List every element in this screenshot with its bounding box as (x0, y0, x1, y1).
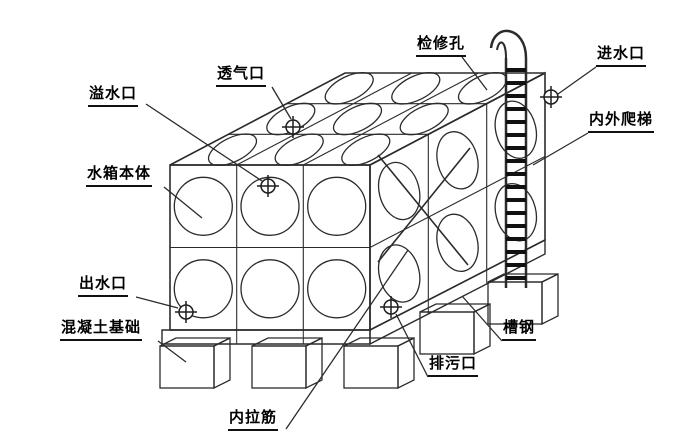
label-overflow-port: 溢水口 (88, 84, 139, 107)
leader-concrete-foundation (157, 340, 187, 363)
front-face-grid (170, 165, 370, 330)
label-outlet-port: 出水口 (78, 274, 129, 297)
side-panel-circle (377, 161, 421, 221)
concrete-block (343, 336, 415, 390)
label-inlet-port: 进水口 (596, 44, 647, 67)
leader-ladder (532, 132, 589, 166)
front-panel-circle (240, 176, 300, 236)
leader-inlet-port (557, 66, 597, 95)
concrete-block (251, 336, 323, 390)
side-panel-circle (377, 244, 421, 303)
front-panel-circle (173, 176, 233, 236)
channel-steel-beams (161, 238, 546, 346)
top-face-grid (228, 72, 487, 166)
top-panel-circle (399, 102, 449, 136)
leader-lines (135, 56, 597, 430)
inlet-port-symbol (540, 86, 562, 108)
leader-vent-port (271, 86, 292, 120)
ladder-hook-outer (489, 29, 528, 59)
front-panel-circle (307, 176, 367, 236)
top-panel-circle (332, 102, 383, 136)
label-internal-tie-rod: 内拉筋 (228, 408, 279, 431)
side-panel-circle (436, 213, 479, 273)
label-tank-body: 水箱本体 (86, 164, 153, 187)
outlet-port-symbol (175, 301, 197, 323)
top-panel-circle (391, 71, 441, 105)
front-panel-circles (173, 176, 367, 319)
concrete-foundation-blocks (159, 272, 559, 390)
label-ladder: 内外爬梯 (588, 110, 655, 133)
top-panel-circle (324, 71, 374, 105)
label-channel-steel: 槽钢 (502, 318, 537, 341)
front-panel-circle (240, 259, 300, 319)
label-inspection-hatch: 检修孔 (416, 34, 467, 57)
top-panel-circle (207, 133, 258, 167)
overflow-port-symbol (257, 175, 279, 197)
concrete-block (159, 336, 231, 390)
side-panel-circle (494, 100, 538, 159)
ladder-hook-inner (496, 41, 507, 59)
leader-drain-port (395, 313, 429, 378)
ladder-rungs (506, 68, 526, 280)
drain-port-symbol (380, 296, 402, 318)
leader-channel-steel (461, 295, 503, 342)
leader-inspection-hatch (461, 56, 488, 91)
label-drain-port: 排污口 (428, 354, 479, 377)
channel-steel-front (161, 329, 371, 345)
side-panel-circle (436, 131, 479, 190)
tie-rod-x-brace (377, 147, 471, 266)
top-panel-circle (274, 133, 324, 167)
port-symbols (175, 86, 562, 323)
concrete-block (419, 302, 491, 356)
front-panel-circle (307, 259, 367, 319)
label-vent-port: 透气口 (216, 64, 267, 87)
leader-tank-body (163, 186, 203, 219)
label-concrete-foundation: 混凝土基础 (60, 318, 143, 341)
top-panel-circle (341, 133, 391, 167)
channel-steel-ticks (236, 270, 488, 344)
front-panel-circle (173, 259, 233, 319)
leader-outlet-port (135, 296, 179, 309)
concrete-block (487, 272, 559, 326)
ladder (489, 29, 528, 288)
leader-overflow-port (145, 103, 263, 182)
side-panel-circles (377, 100, 538, 303)
leader-internal-tie-rod (285, 249, 409, 430)
vent-port-symbol (282, 116, 304, 138)
